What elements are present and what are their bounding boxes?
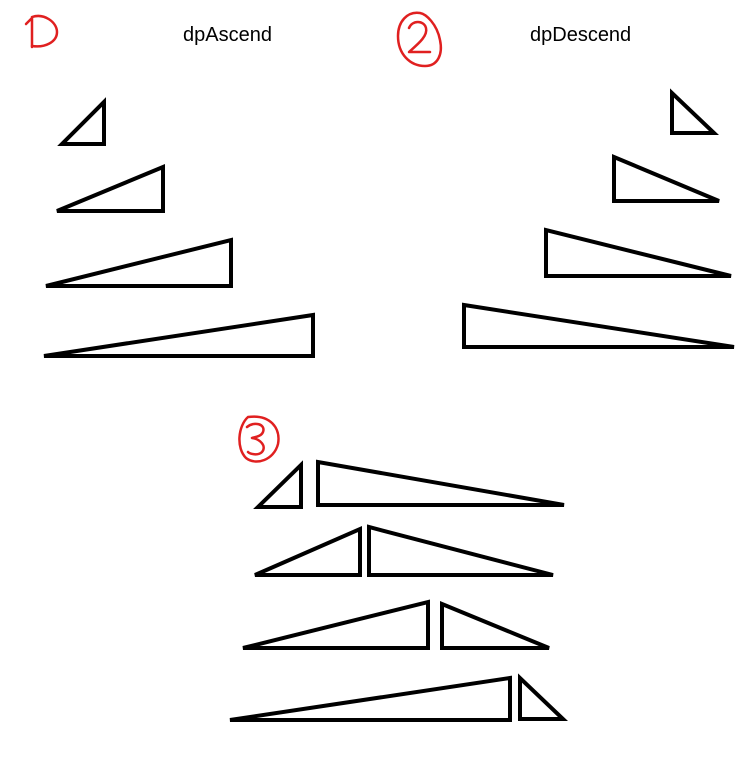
ascend-triangle-2	[56, 164, 165, 213]
marker-2	[396, 11, 442, 68]
descend-triangle-1	[670, 88, 719, 135]
marker-3	[238, 415, 280, 463]
descend-triangle-2	[612, 153, 720, 203]
dp-ascend-title: dpAscend	[183, 24, 272, 46]
combined-ascend-4	[229, 675, 512, 722]
combined-ascend-1	[253, 460, 303, 509]
dp-descend-title: dpDescend	[530, 24, 632, 46]
ascend-triangle-3	[45, 237, 233, 288]
combined-descend-1	[316, 459, 565, 507]
marker-1	[24, 14, 59, 49]
combined-descend-4	[518, 673, 568, 721]
ascend-triangle-4	[43, 312, 315, 358]
combined-group	[229, 459, 568, 722]
combined-ascend-3	[242, 599, 430, 650]
combined-descend-3	[440, 601, 550, 650]
dp-descend-group	[462, 88, 735, 349]
ascend-triangle-1	[57, 97, 106, 146]
descend-triangle-3	[544, 227, 732, 278]
combined-ascend-2	[254, 525, 362, 577]
descend-triangle-4	[462, 302, 735, 349]
combined-descend-2	[367, 524, 554, 577]
dp-ascend-group	[43, 97, 315, 358]
